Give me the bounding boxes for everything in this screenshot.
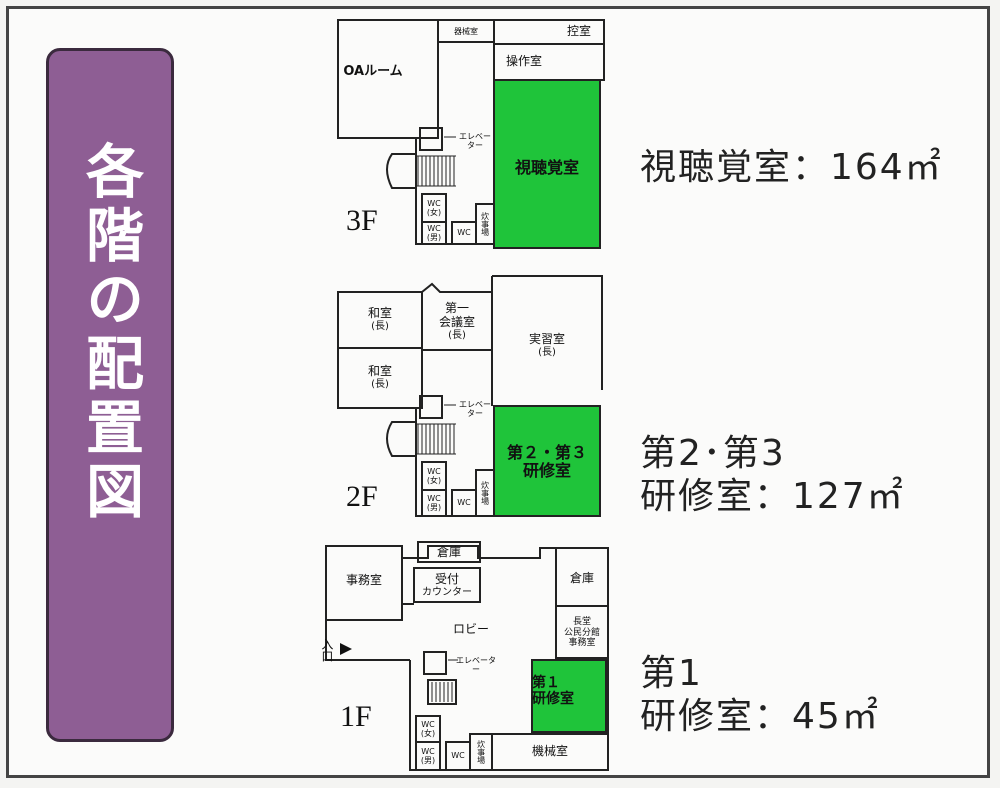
room-wc: WC xyxy=(451,751,465,761)
floor-plan-1f-lines xyxy=(325,541,609,771)
branch-line2: 公民分館 xyxy=(563,627,600,638)
room-reception: 受付カウンター xyxy=(414,570,480,602)
entrance-arrow-icon xyxy=(340,643,352,655)
room-storage-2: 倉庫 xyxy=(569,571,594,586)
room-elevator: エレベーター xyxy=(456,655,496,674)
floor-plan-3f-lines xyxy=(337,19,605,249)
room-wc-male: WC(男) xyxy=(422,490,446,516)
area-2f-unit: ㎡ xyxy=(866,476,905,518)
floor-plan-3f: OAルーム 器械室 控室 操作室 視聴覚室 エレベーター WC(女) WC(男)… xyxy=(332,18,612,250)
floor-label-1f: 1F xyxy=(340,700,372,733)
room-elevator: エレベーター xyxy=(459,131,491,150)
area-1f-unit: ㎡ xyxy=(841,696,880,738)
room-control: 操作室 xyxy=(505,54,542,69)
floor-label-2f: 2F xyxy=(346,480,378,513)
wc-male-label: WC xyxy=(421,746,435,756)
room-wc-female: WC(女) xyxy=(422,194,446,222)
wc-female-sub: (女) xyxy=(420,729,436,738)
wc-female-sub: (女) xyxy=(426,208,442,217)
room-waiting: 控室 xyxy=(566,24,591,39)
room-kitchen: 炊事場 xyxy=(480,481,490,505)
area-3f-unit: ㎡ xyxy=(904,147,943,188)
training-2-3-line1: 第２・第３ xyxy=(506,442,587,462)
room-washitsu-1: 和室(長) xyxy=(338,300,422,340)
wc-female-label: WC xyxy=(427,198,441,208)
area-3f-text: 視聴覚室：164 xyxy=(640,147,905,188)
reception-line2: カウンター xyxy=(422,587,472,599)
area-1f-text: 研修室：45 xyxy=(640,696,842,738)
floor-plan-1f: 事務室 倉庫 受付カウンター 倉庫 長堂公民分館事務室 ロビー 入口 エレベータ… xyxy=(318,540,614,776)
room-storage-1: 倉庫 xyxy=(436,545,461,560)
wc-male-label: WC xyxy=(427,223,441,233)
area-1f-line1: 第1 xyxy=(640,653,703,694)
area-1f-line2: 研修室：45㎡ xyxy=(640,695,880,738)
wc-female-label: WC xyxy=(427,466,441,476)
room-wc-male: WC(男) xyxy=(422,222,446,244)
area-3f: 視聴覚室：164㎡ xyxy=(640,146,943,189)
washitsu-2-label: 和室 xyxy=(367,364,392,379)
training-2-3-line2: 研修室 xyxy=(522,461,571,480)
wc-male-label: WC xyxy=(427,493,441,503)
room-wc: WC xyxy=(457,498,471,508)
training-1-line2: 研修室 xyxy=(532,691,574,707)
wc-male-sub: (男) xyxy=(426,233,442,242)
area-2f: 第2･第3 研修室：127㎡ xyxy=(640,432,905,518)
washitsu-1-label: 和室 xyxy=(367,306,392,321)
room-office: 事務室 xyxy=(345,573,382,588)
area-2f-text: 研修室：127 xyxy=(640,476,867,518)
room-wc-female: WC(女) xyxy=(416,716,440,742)
wc-female-label: WC xyxy=(421,719,435,729)
room-wc-female: WC(女) xyxy=(422,462,446,490)
floor-label-3f: 3F xyxy=(346,204,378,237)
room-practice: 実習室(長) xyxy=(494,324,600,368)
room-oa: OAルーム xyxy=(343,63,403,79)
room-branch-office: 長堂公民分館事務室 xyxy=(556,610,608,656)
room-wc: WC xyxy=(457,228,471,238)
branch-line1: 長堂 xyxy=(572,617,591,628)
practice-sub: (長) xyxy=(538,347,556,359)
conference-sub: (長) xyxy=(448,330,466,342)
entrance-label: 入口 xyxy=(319,638,334,662)
room-machine: 機械室 xyxy=(531,744,568,759)
training-1-line1: 第１ xyxy=(532,674,560,691)
title-panel: 各階の配置図 xyxy=(46,48,174,742)
branch-line3: 事務室 xyxy=(568,638,596,649)
wc-female-sub: (女) xyxy=(426,476,442,485)
wc-male-sub: (男) xyxy=(426,503,442,512)
room-kitchen: 炊事場 xyxy=(480,212,490,236)
washitsu-2-sub: (長) xyxy=(371,379,389,391)
wc-male-sub: (男) xyxy=(420,756,436,765)
reception-line1: 受付 xyxy=(434,572,459,587)
room-kitchen: 炊事場 xyxy=(476,740,486,764)
room-lobby: ロビー xyxy=(452,622,489,637)
page-title: 各階の配置図 xyxy=(76,141,144,525)
room-elevator: エレベーター xyxy=(459,399,491,418)
area-2f-line1: 第2･第3 xyxy=(640,433,786,474)
conference-line1: 第一 xyxy=(444,301,469,316)
area-1f: 第1 研修室：45㎡ xyxy=(640,652,880,738)
room-storage: 器械室 xyxy=(454,27,478,37)
room-wc-male: WC(男) xyxy=(416,742,440,770)
floor-plan-2f-lines xyxy=(337,275,603,517)
room-washitsu-2: 和室(長) xyxy=(338,358,422,398)
conference-line2: 会議室 xyxy=(438,315,475,330)
room-conference: 第一会議室(長) xyxy=(422,296,492,348)
washitsu-1-sub: (長) xyxy=(371,321,389,333)
area-2f-line2: 研修室：127㎡ xyxy=(640,475,905,518)
room-av: 視聴覚室 xyxy=(514,157,579,177)
practice-label: 実習室 xyxy=(528,332,565,347)
